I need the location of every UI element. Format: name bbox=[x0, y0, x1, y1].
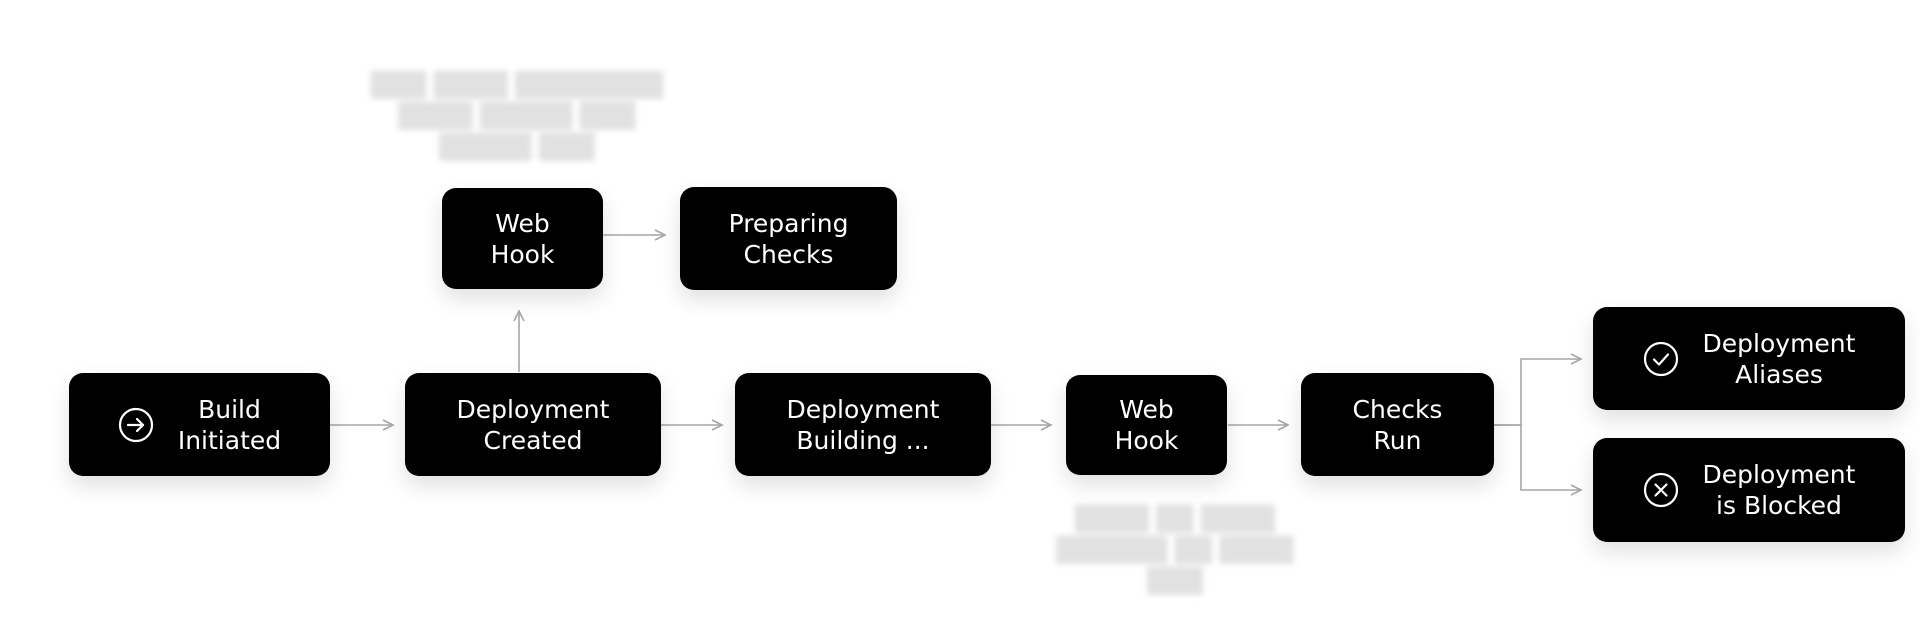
node-deployment-aliases[interactable]: Deployment Aliases bbox=[1593, 307, 1905, 410]
node-deployment-blocked[interactable]: Deployment is Blocked bbox=[1593, 438, 1905, 542]
node-webhook-mid[interactable]: Web Hook bbox=[1066, 375, 1227, 475]
node-webhook-top-label: Web Hook bbox=[490, 208, 555, 269]
node-deployment-building-label: Deployment Building ... bbox=[786, 394, 940, 455]
arrow-right-circle-icon bbox=[118, 407, 154, 443]
node-webhook-mid-label: Web Hook bbox=[1114, 395, 1179, 455]
node-webhook-top[interactable]: Web Hook bbox=[442, 188, 603, 289]
blurred-note-top: ███ ████ ████████ ████ █████ ███ █████ █… bbox=[370, 71, 664, 161]
node-build-initiated-label: Build Initiated bbox=[177, 394, 282, 455]
check-circle-icon bbox=[1643, 341, 1679, 377]
node-deployment-blocked-label: Deployment is Blocked bbox=[1702, 460, 1856, 520]
edge-checks-to-blocked bbox=[1494, 424, 1583, 496]
node-deployment-aliases-label: Deployment Aliases bbox=[1702, 328, 1856, 389]
node-build-initiated[interactable]: Build Initiated bbox=[69, 373, 330, 476]
node-deployment-created-label: Deployment Created bbox=[456, 394, 610, 455]
x-circle-icon bbox=[1643, 472, 1679, 508]
node-checks-run-label: Checks Run bbox=[1352, 394, 1443, 455]
node-deployment-created[interactable]: Deployment Created bbox=[405, 373, 661, 476]
edge-checks-to-aliases bbox=[1494, 353, 1583, 426]
node-preparing-checks[interactable]: Preparing Checks bbox=[680, 187, 897, 290]
blurred-note-bottom: ████ ██ ████ ██████ ██ ████ ███ bbox=[1056, 505, 1294, 595]
node-preparing-checks-label: Preparing Checks bbox=[728, 208, 849, 269]
node-deployment-building[interactable]: Deployment Building ... bbox=[735, 373, 991, 476]
node-checks-run[interactable]: Checks Run bbox=[1301, 373, 1494, 476]
